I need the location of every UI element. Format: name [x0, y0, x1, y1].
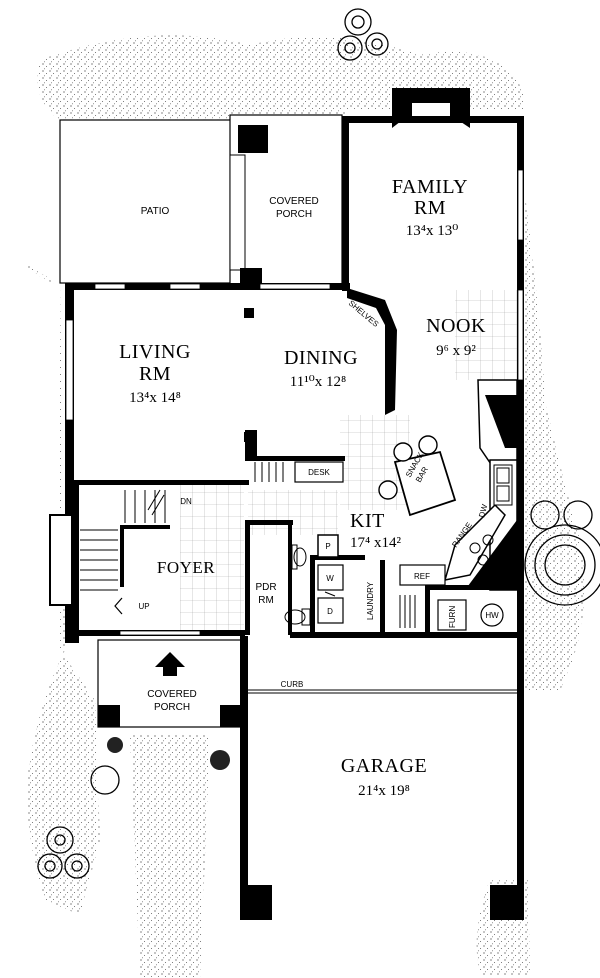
- powder-room-fixtures: [284, 544, 311, 626]
- garage-steps: [399, 595, 416, 628]
- living-room-label-1: LIVING: [119, 341, 191, 363]
- water-heater: [480, 603, 504, 627]
- kit-dims: 17⁴ x14²: [350, 535, 401, 551]
- desk-label: DESK: [308, 468, 330, 477]
- garage-dims: 21⁴x 19⁸: [358, 783, 410, 799]
- pdr-rm-label-1: PDR: [255, 582, 276, 593]
- up-label: UP: [138, 602, 149, 611]
- washer-dryer: [317, 564, 344, 624]
- tree-cluster-bottom-left: [37, 826, 90, 879]
- foyer-label: FOYER: [157, 558, 215, 577]
- patio-label: PATIO: [141, 206, 170, 217]
- curb: [248, 689, 517, 694]
- dining-dims: 11¹⁰x 12⁸: [290, 374, 346, 390]
- dryer-label: D: [327, 607, 333, 616]
- kitchen-counters: [399, 379, 518, 591]
- stairs: [80, 489, 166, 591]
- dining-label: DINING: [284, 347, 358, 369]
- snack-bar-island: [378, 435, 457, 517]
- tree-cluster-right: [524, 500, 600, 606]
- tile-floor: [180, 290, 517, 630]
- covered-porch-front-label-2: PORCH: [154, 702, 190, 713]
- up-arrow: [114, 597, 123, 615]
- nook-dims: 9⁶ x 9²: [436, 343, 476, 359]
- living-room-dims: 13⁴x 14⁸: [129, 390, 181, 406]
- hw-label: HW: [485, 611, 499, 620]
- dw-label: DW: [477, 503, 489, 519]
- covered-porch-top: [229, 114, 343, 288]
- family-room-dims: 13⁴x 13⁰: [406, 223, 459, 239]
- covered-porch-top-label-1: COVERED: [269, 196, 318, 207]
- tree-cluster-top: [337, 8, 389, 61]
- pantry-label: P: [325, 542, 330, 551]
- shelves-unit: [254, 462, 284, 482]
- laundry-label: LAUNDRY: [366, 581, 375, 620]
- pdr-rm-label-2: RM: [258, 595, 274, 606]
- kit-label: KIT: [350, 510, 385, 532]
- interior-walls: [74, 288, 520, 638]
- covered-porch-front-label-1: COVERED: [147, 689, 196, 700]
- washer-label: W: [326, 574, 334, 583]
- dn-label: DN: [180, 497, 192, 506]
- patio: [59, 119, 239, 284]
- covered-porch-front: [97, 639, 243, 728]
- family-room-label-1: FAMILY: [392, 176, 468, 198]
- furnace: [437, 599, 467, 631]
- living-room-label-2: RM: [139, 363, 171, 385]
- nook-label: NOOK: [426, 315, 486, 337]
- windows: [65, 169, 524, 636]
- entry-arrow: [155, 652, 185, 676]
- garage-label: GARAGE: [341, 755, 427, 777]
- furn-label: FURN: [448, 606, 457, 628]
- ref-label: REF: [414, 572, 430, 581]
- curb-label: CURB: [281, 680, 304, 689]
- covered-porch-top-label-2: PORCH: [276, 209, 312, 220]
- desk: [294, 461, 344, 483]
- family-room-label-2: RM: [414, 197, 446, 219]
